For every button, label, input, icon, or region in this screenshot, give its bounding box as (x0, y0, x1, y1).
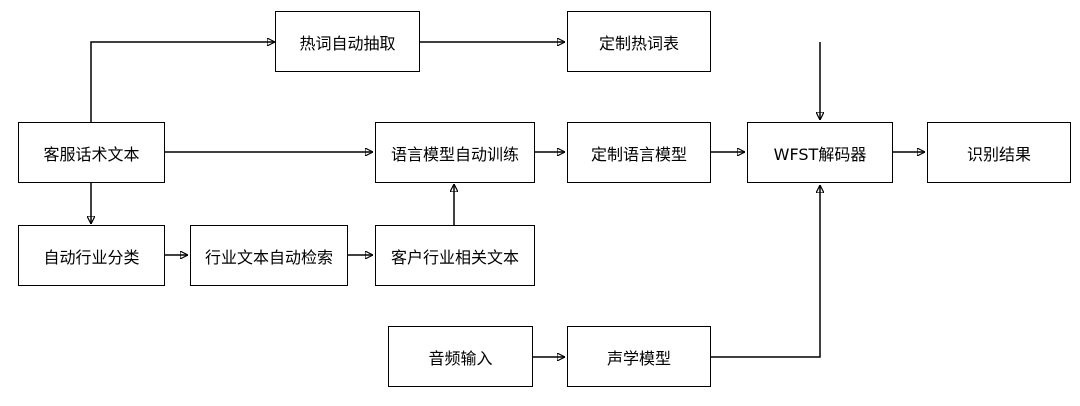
industry-text-retrieval-label: 行业文本自动检索 (204, 247, 333, 267)
hotword-extraction-node: 热词自动抽取 (275, 11, 420, 72)
lm-auto-training-node: 语言模型自动训练 (375, 122, 535, 183)
customer-industry-text-label: 客户行业相关文本 (390, 247, 519, 267)
edge-acoustic-to-wfst (711, 185, 820, 358)
wfst-decoder-node: WFST解码器 (747, 122, 893, 183)
service-script-text-node: 客服话术文本 (18, 122, 165, 183)
hotword-extraction-label: 热词自动抽取 (299, 33, 396, 53)
acoustic-model-node: 声学模型 (567, 326, 711, 387)
customer-industry-text-node: 客户行业相关文本 (375, 225, 535, 286)
service-script-text-label: 客服话术文本 (43, 144, 140, 164)
recognition-result-node: 识别结果 (927, 122, 1071, 183)
wfst-decoder-label: WFST解码器 (773, 144, 867, 164)
custom-hotword-table-label: 定制热词表 (598, 33, 679, 53)
edge-service-to-hotword (90, 42, 275, 122)
custom-hotword-table-node: 定制热词表 (567, 11, 711, 72)
industry-text-retrieval-node: 行业文本自动检索 (190, 225, 348, 286)
lm-auto-training-label: 语言模型自动训练 (390, 144, 519, 164)
audio-input-node: 音频输入 (388, 326, 533, 387)
custom-lm-label: 定制语言模型 (590, 144, 687, 164)
auto-industry-classify-node: 自动行业分类 (18, 225, 165, 286)
audio-input-label: 音频输入 (428, 348, 493, 368)
recognition-result-label: 识别结果 (966, 144, 1031, 164)
acoustic-model-label: 声学模型 (606, 348, 671, 368)
custom-lm-node: 定制语言模型 (567, 122, 711, 183)
auto-industry-classify-label: 自动行业分类 (43, 247, 140, 267)
